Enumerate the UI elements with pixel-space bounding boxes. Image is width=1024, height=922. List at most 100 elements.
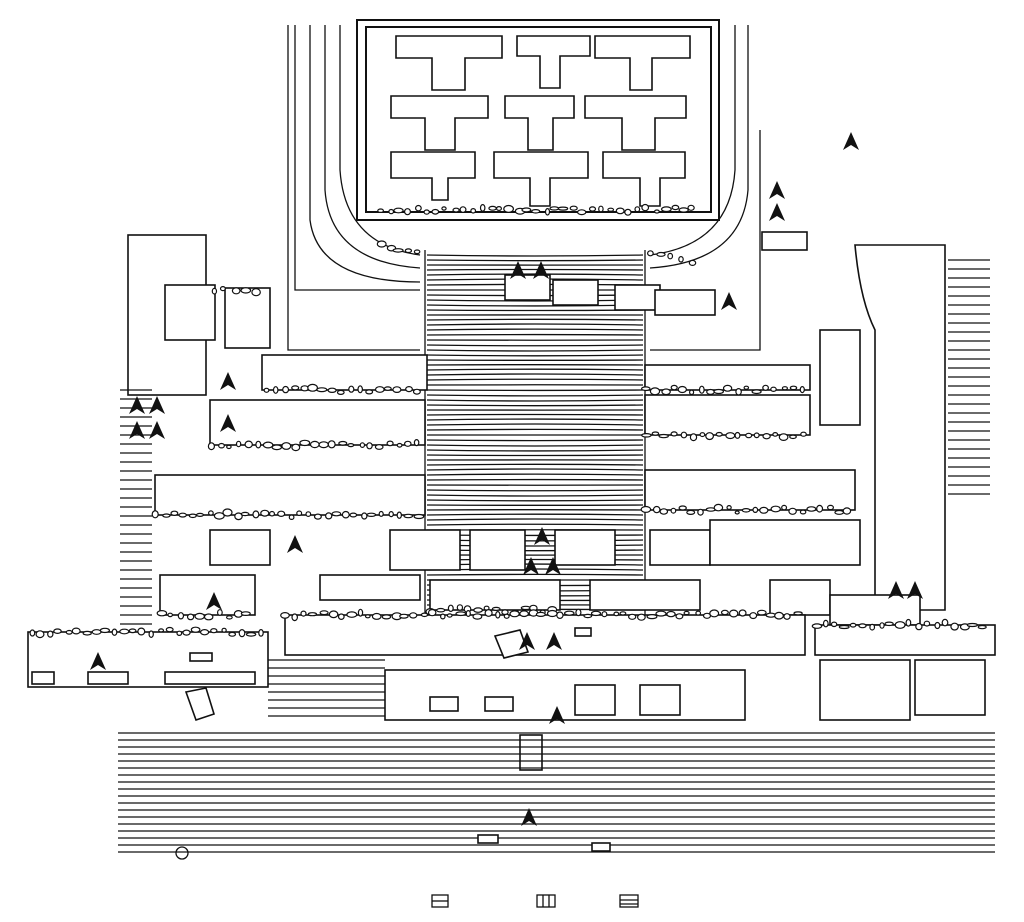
- stair-line: [426, 489, 644, 492]
- rubble-stone: [456, 604, 464, 611]
- rubble-stone: [128, 628, 137, 634]
- rubble-stone: [647, 250, 654, 257]
- rubble-stone: [221, 627, 227, 633]
- rubble-stone: [661, 206, 672, 213]
- rubble-stone: [162, 513, 171, 518]
- rubble-stone: [210, 628, 218, 634]
- rubble-stone: [365, 389, 374, 395]
- upper-enclosure: [287, 19, 761, 351]
- stair-line: [426, 399, 644, 402]
- rubble-stone: [436, 607, 446, 613]
- rubble-stone: [331, 511, 342, 517]
- rubble-stone: [222, 508, 233, 517]
- rubble-stone: [439, 613, 446, 620]
- rubble-stone: [271, 444, 283, 451]
- glyph-left: [431, 894, 449, 908]
- rubble-stone: [240, 511, 250, 517]
- rubble-stone: [305, 511, 312, 517]
- rubble-stone: [601, 611, 608, 618]
- rubble-stone: [244, 440, 253, 449]
- rubble-stone: [722, 384, 733, 392]
- rubble-stone: [915, 622, 923, 631]
- arrowhead-marker: [907, 581, 923, 599]
- stair-line: [426, 439, 644, 442]
- stair-line: [426, 499, 644, 502]
- rubble-stone: [35, 630, 45, 639]
- rubble-stone: [148, 630, 154, 639]
- rubble-stone: [309, 440, 320, 449]
- rubble-stone: [203, 613, 214, 621]
- rubble-stone: [240, 611, 251, 616]
- rubble-stone: [252, 510, 260, 519]
- rubble-stone: [228, 631, 237, 637]
- rubble-stone: [637, 613, 646, 621]
- rubble-stone: [263, 387, 270, 393]
- stair-line: [426, 444, 644, 447]
- rubble-stone: [503, 613, 510, 619]
- rubble-stone: [213, 512, 225, 520]
- rubble-stone: [473, 607, 484, 613]
- rubble-stone: [678, 505, 687, 511]
- rubble-stone: [319, 610, 329, 616]
- rubble-stone: [624, 208, 632, 216]
- rubble-stone: [299, 439, 311, 447]
- rubble-stone: [455, 611, 467, 617]
- rubble-stone: [879, 622, 885, 629]
- rubble-stone: [300, 610, 307, 617]
- rubble-stone: [849, 622, 857, 628]
- rubble-stone: [357, 608, 364, 617]
- rubble-stone: [388, 208, 395, 215]
- rubble-stone: [447, 604, 454, 613]
- rubble-stone: [91, 629, 102, 635]
- rubble-stone: [641, 203, 650, 212]
- rubble-stone: [225, 615, 233, 620]
- rubble-stone: [413, 439, 420, 447]
- rubble-stone: [446, 613, 453, 618]
- rubble-stone: [346, 611, 358, 618]
- rubble-stone: [240, 287, 252, 294]
- rubble-stone: [470, 208, 477, 214]
- rubble-stone: [950, 622, 959, 631]
- rubble-stone: [176, 630, 183, 637]
- rubble-stone: [788, 507, 797, 515]
- rubble-stone: [858, 623, 867, 629]
- rubble-stone: [715, 431, 723, 437]
- rubble-stone: [652, 505, 661, 514]
- stair-line: [426, 449, 644, 452]
- rubble-stone: [706, 388, 715, 395]
- rubble-stone: [583, 613, 593, 619]
- rubble-stone: [575, 608, 582, 617]
- rubble-stone: [190, 626, 201, 633]
- rubble-stone: [182, 629, 191, 636]
- rubble-stone: [743, 385, 750, 390]
- rubble-stone: [325, 512, 333, 520]
- rubble-stone: [496, 206, 503, 212]
- rubble-stone: [783, 613, 791, 620]
- rubble-stone: [687, 204, 695, 211]
- rubble-stone: [762, 433, 771, 440]
- rubble-stone: [399, 613, 409, 619]
- stair-line: [426, 494, 644, 497]
- rubble-stone: [735, 387, 742, 396]
- stair-line: [426, 378, 644, 381]
- stair-line: [426, 428, 644, 431]
- rubble-stone: [396, 442, 403, 448]
- stair-line: [426, 523, 644, 526]
- rubble-stone: [452, 207, 460, 213]
- rubble-stone: [413, 513, 425, 520]
- rubble-stone: [71, 627, 81, 635]
- rubble-stone: [772, 432, 779, 437]
- rubble-stone: [658, 433, 669, 439]
- rubble-stone: [734, 431, 741, 439]
- rubble-stone: [741, 507, 751, 513]
- rubble-stone: [628, 613, 637, 620]
- rubble-stone: [822, 619, 829, 628]
- central-stairway: [424, 250, 646, 620]
- rubble-stone: [934, 621, 941, 630]
- rubble-stone: [188, 513, 197, 519]
- rubble-stone: [255, 440, 262, 449]
- rubble-stone: [713, 388, 724, 395]
- rubble-stone: [366, 442, 373, 450]
- rubble-stone: [698, 385, 705, 394]
- arrowhead-marker: [220, 372, 236, 390]
